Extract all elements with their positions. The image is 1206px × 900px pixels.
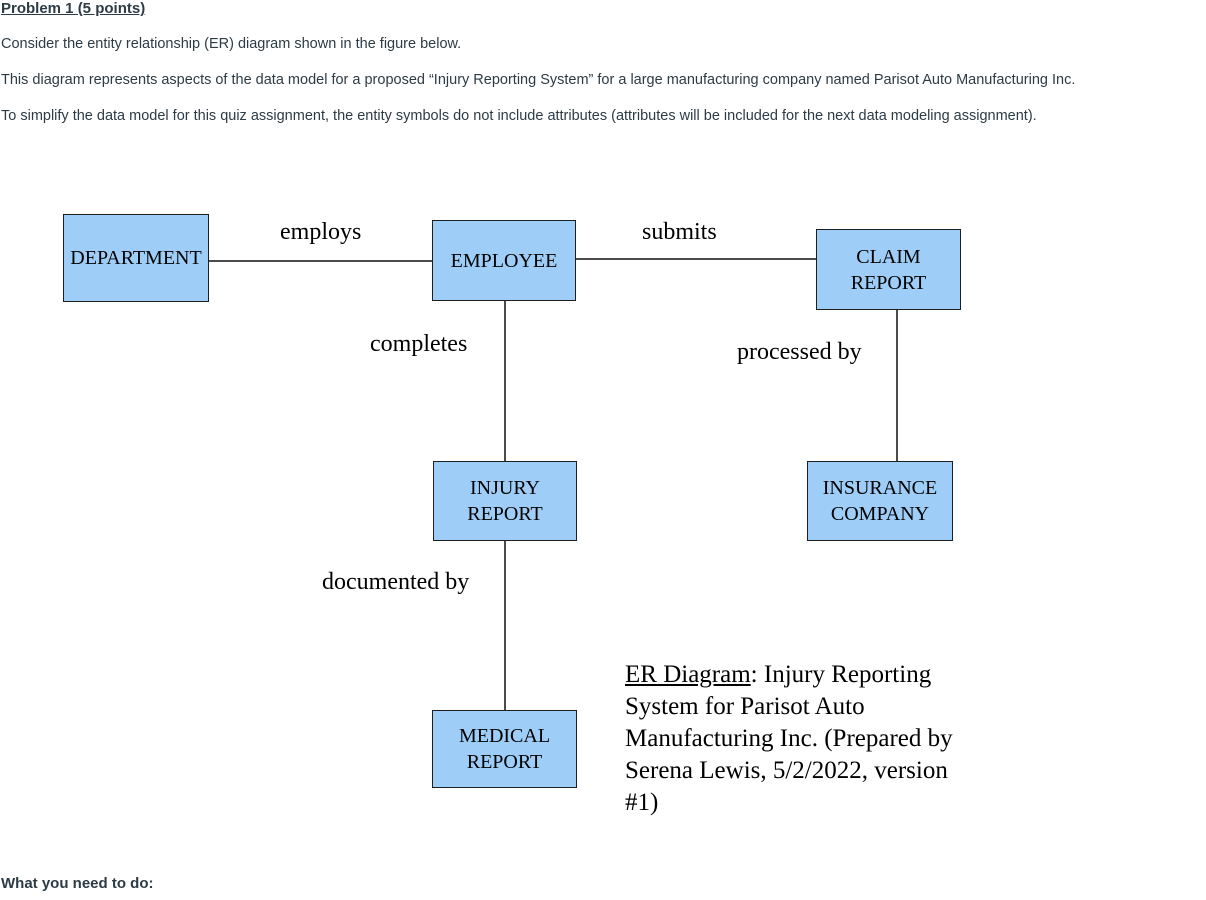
edge-employee-injury-report (504, 301, 506, 461)
entity-claim-report: CLAIM REPORT (816, 229, 961, 310)
intro-paragraph-2: This diagram represents aspects of the d… (1, 72, 1076, 88)
intro-paragraph-3: To simplify the data model for this quiz… (1, 108, 1037, 124)
entity-medical-report: MEDICAL REPORT (432, 710, 577, 788)
entity-employee: EMPLOYEE (432, 220, 576, 301)
diagram-caption: ER Diagram: Injury Reporting System for … (625, 659, 965, 819)
entity-department: DEPARTMENT (63, 214, 209, 302)
diagram-caption-lead: ER Diagram (625, 661, 751, 688)
relationship-label-documented-by: documented by (322, 569, 470, 595)
problem-title: Problem 1 (5 points) (1, 0, 146, 17)
edge-injury-report-medical (504, 541, 506, 710)
edge-employee-claim-report (576, 258, 816, 260)
relationship-label-processed-by: processed by (737, 339, 862, 365)
diagram-caption-rest: : Injury Reporting System for Parisot Au… (625, 661, 953, 816)
edge-claim-report-insurance (896, 310, 898, 461)
relationship-label-completes: completes (370, 331, 468, 357)
entity-injury-report: INJURY REPORT (433, 461, 577, 541)
edge-department-employee (209, 260, 432, 262)
what-to-do-heading: What you need to do: (1, 875, 154, 892)
entity-insurance-company: INSURANCE COMPANY (807, 461, 953, 541)
relationship-label-employs: employs (280, 219, 362, 245)
intro-paragraph-1: Consider the entity relationship (ER) di… (1, 36, 462, 52)
relationship-label-submits: submits (642, 219, 717, 245)
